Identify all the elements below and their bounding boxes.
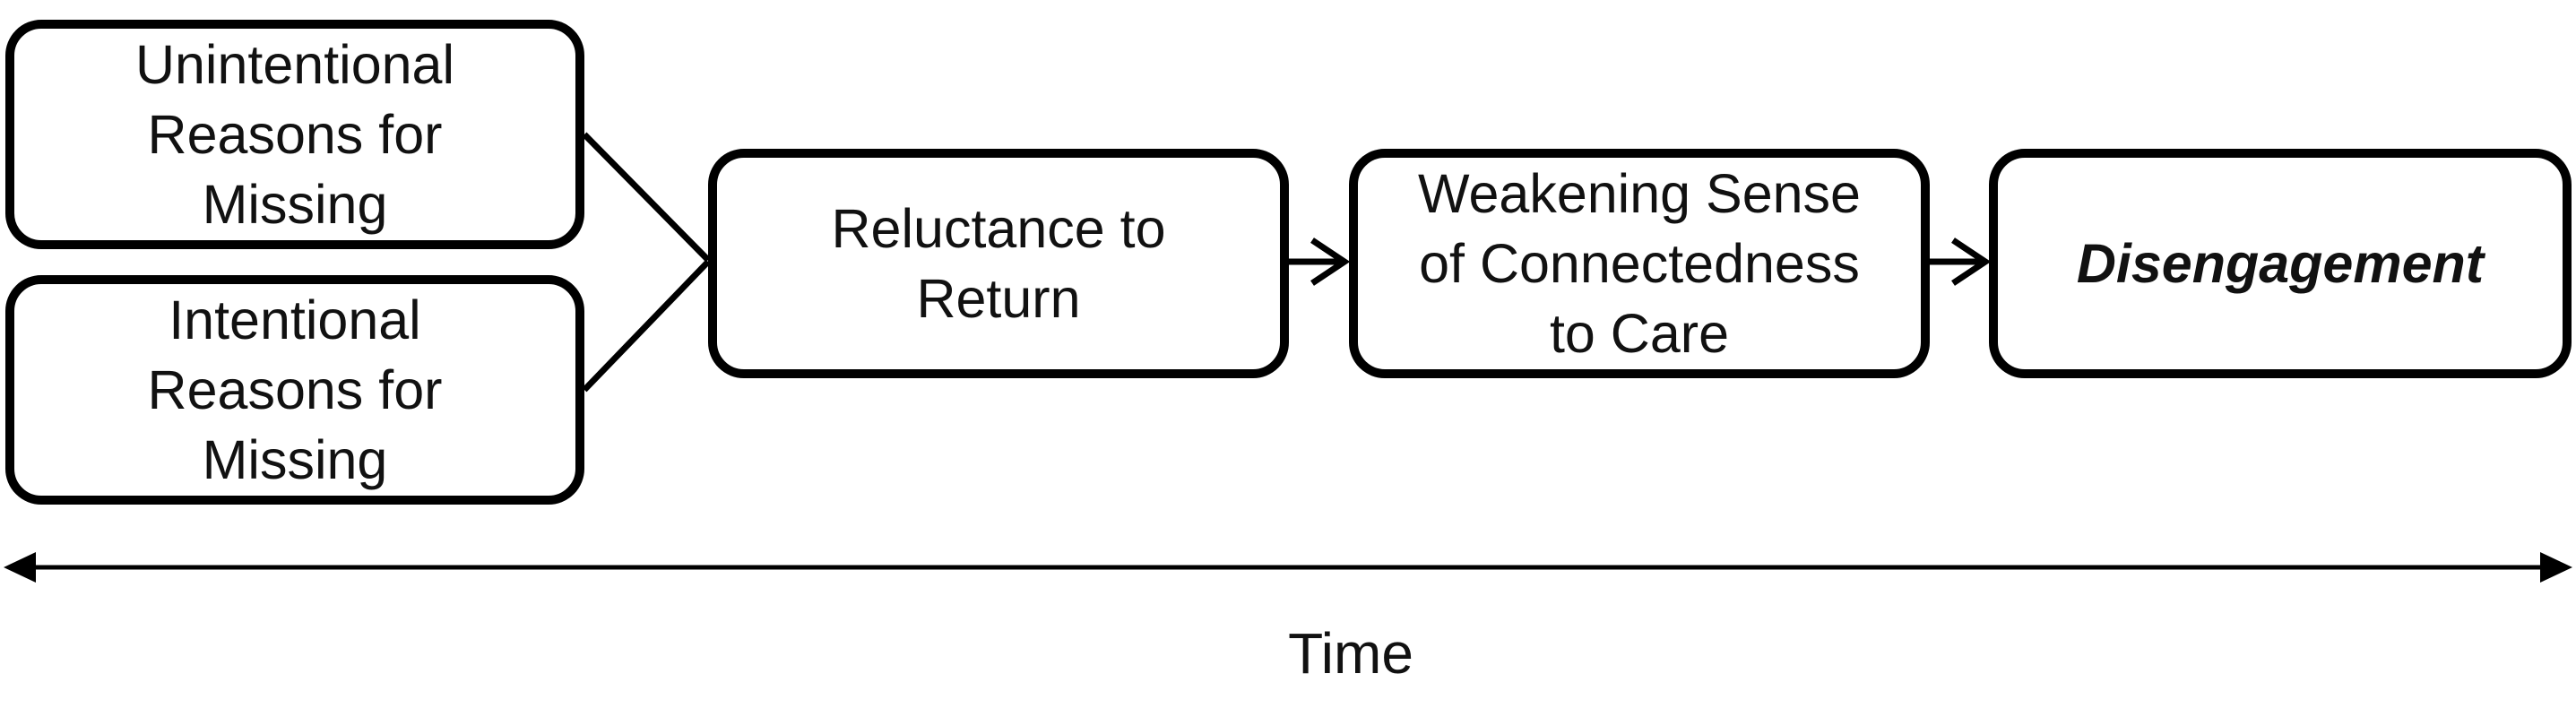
connector-unintentional-to-reluctance bbox=[582, 132, 711, 263]
arrowhead-reluctance-to-weakening bbox=[1310, 238, 1351, 286]
node-weakening-connectedness: Weakening Sense of Connectedness to Care bbox=[1349, 149, 1930, 378]
node-unintentional-reasons: Unintentional Reasons for Missing bbox=[5, 20, 584, 249]
node-disengagement-label: Disengagement bbox=[2076, 233, 2485, 294]
connector-intentional-to-reluctance bbox=[582, 259, 711, 393]
node-disengagement: Disengagement bbox=[1989, 149, 2572, 378]
node-intentional-reasons: Intentional Reasons for Missing bbox=[5, 275, 584, 505]
node-unintentional-reasons-label: Unintentional Reasons for Missing bbox=[134, 34, 455, 235]
time-axis-left-arrowhead bbox=[4, 552, 36, 583]
node-weakening-connectedness-label: Weakening Sense of Connectedness to Care bbox=[1418, 163, 1861, 364]
node-reluctance-to-return: Reluctance to Return bbox=[708, 149, 1289, 378]
time-axis-label: Time bbox=[1288, 621, 1413, 686]
node-intentional-reasons-label: Intentional Reasons for Missing bbox=[147, 289, 443, 490]
arrowhead-weakening-to-disengagement bbox=[1951, 238, 1992, 286]
time-axis-right-arrowhead bbox=[2540, 552, 2572, 583]
node-reluctance-to-return-label: Reluctance to Return bbox=[831, 198, 1166, 329]
